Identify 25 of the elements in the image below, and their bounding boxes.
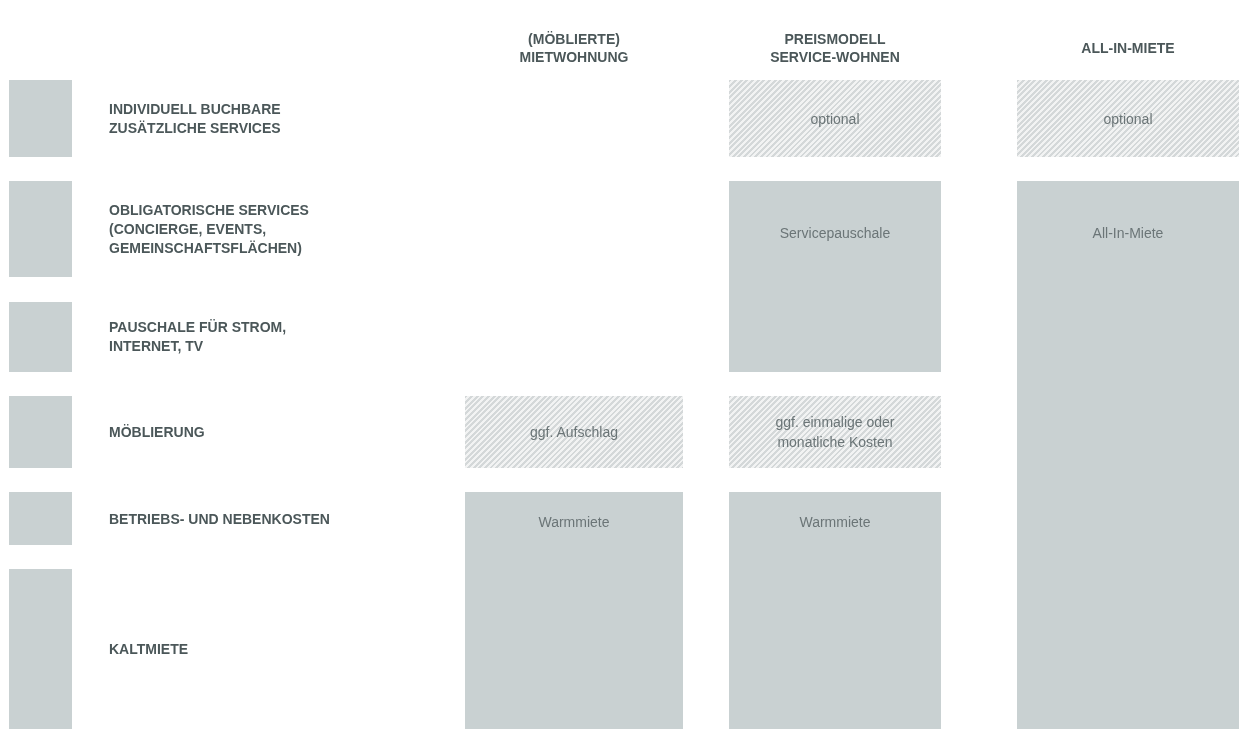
row-label: MÖBLIERUNG xyxy=(109,422,206,442)
block-label: optional xyxy=(809,109,861,129)
row-label: PAUSCHALE FÜR STROM, INTERNET, TV xyxy=(109,318,288,356)
optional-cost-block xyxy=(729,80,941,157)
column-heading: (MÖBLIERTE) MIETWOHNUNG xyxy=(518,30,630,66)
optional-cost-block xyxy=(465,396,683,468)
optional-cost-block xyxy=(1017,80,1239,157)
column-heading: ALL-IN-MIETE xyxy=(1080,39,1176,57)
row-label: BETRIEBS- UND NEBENKOSTEN xyxy=(109,509,331,528)
row-label: OBLIGATORISCHE SERVICES (CONCIERGE, EVENTS, GEMEINSCHAFTSFLÄCHEN) xyxy=(109,200,310,258)
block-label: Servicepauschale xyxy=(778,224,892,243)
block-label: ggf. Aufschlag xyxy=(529,423,619,442)
block-label: Warmmiete xyxy=(798,513,872,532)
row-label: INDIVIDUELL BUCHBARE ZUSÄTZLICHE SERVICES xyxy=(109,99,282,138)
price-block xyxy=(1017,181,1239,729)
block-label: Warmmiete xyxy=(537,513,611,532)
block-label: optional xyxy=(1102,109,1154,129)
price-block xyxy=(729,492,941,729)
price-block xyxy=(729,181,941,372)
row-label: KALTMIETE xyxy=(109,639,190,659)
block-label: ggf. einmalige oder monatliche Kosten xyxy=(774,413,896,452)
column-heading: PREISMODELL SERVICE-WOHNEN xyxy=(769,30,901,66)
block-label: All-In-Miete xyxy=(1091,224,1165,243)
price-block xyxy=(465,492,683,729)
optional-cost-block xyxy=(729,396,941,468)
